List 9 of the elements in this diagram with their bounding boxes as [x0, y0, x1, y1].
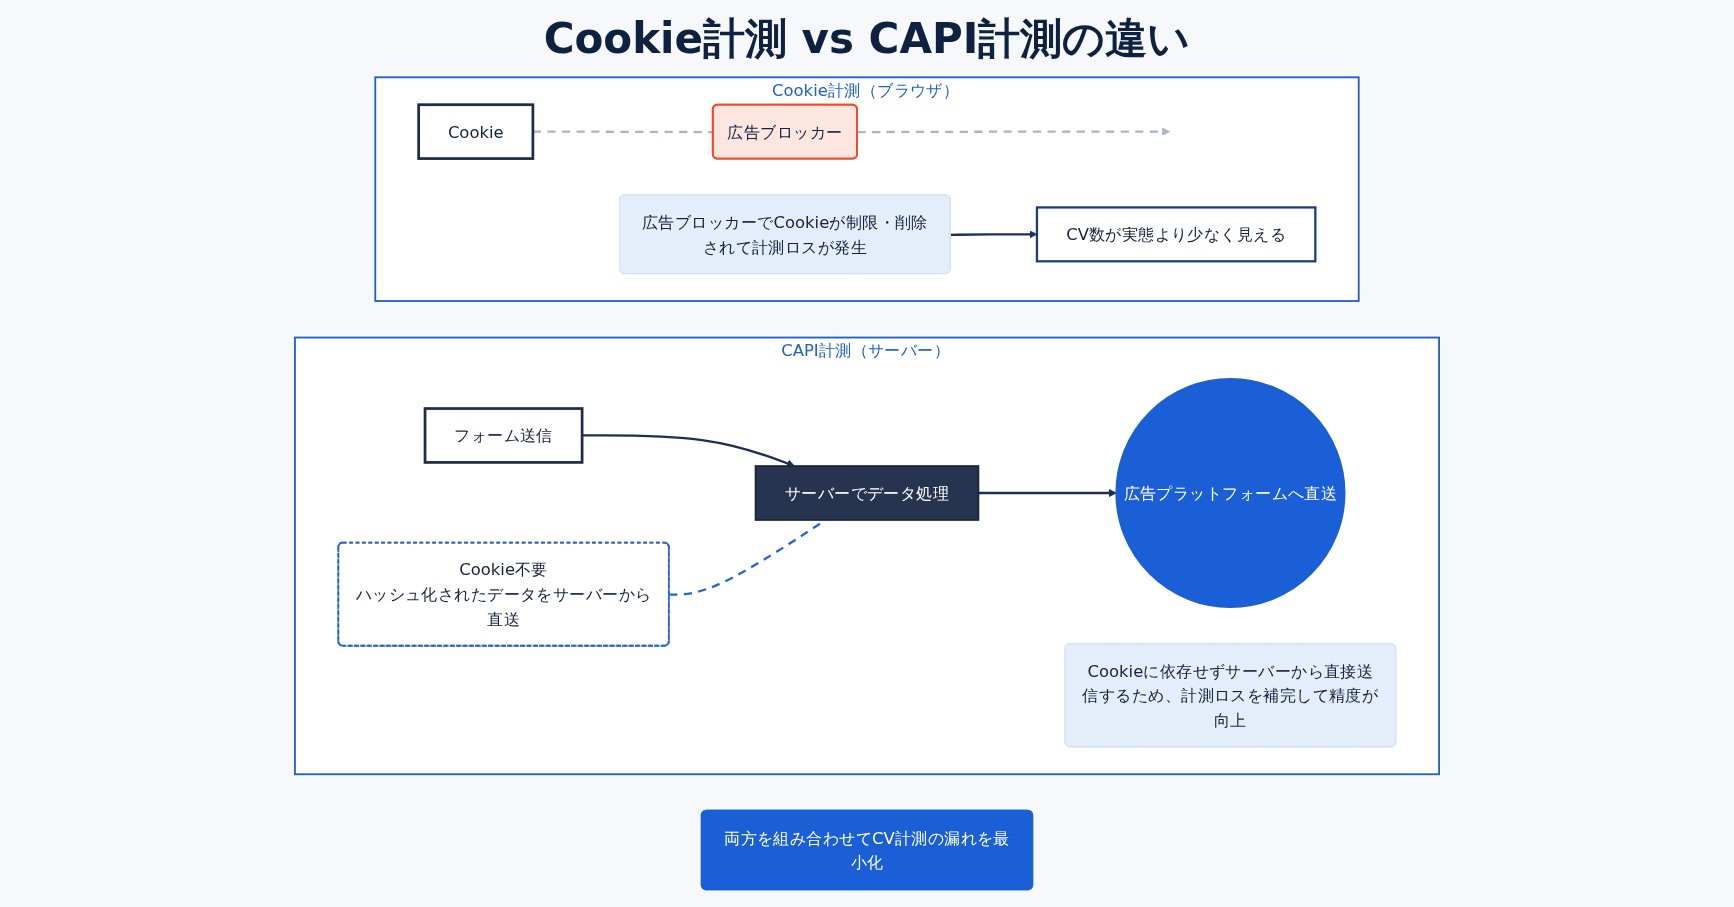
arrow: [978, 489, 1117, 498]
node-box: Cookie: [417, 103, 535, 161]
node-box: CV数が実態より少なく見える: [1035, 206, 1317, 263]
arrow: [857, 128, 1171, 137]
arrow: [582, 434, 795, 468]
node-box: サーバーでデータ処理: [754, 465, 980, 522]
node-circle: 広告プラットフォームへ直送: [1115, 378, 1346, 609]
node-box: フォーム送信: [423, 407, 584, 465]
diagram-title: Cookie計測 vs CAPI計測の違い: [543, 14, 1191, 65]
